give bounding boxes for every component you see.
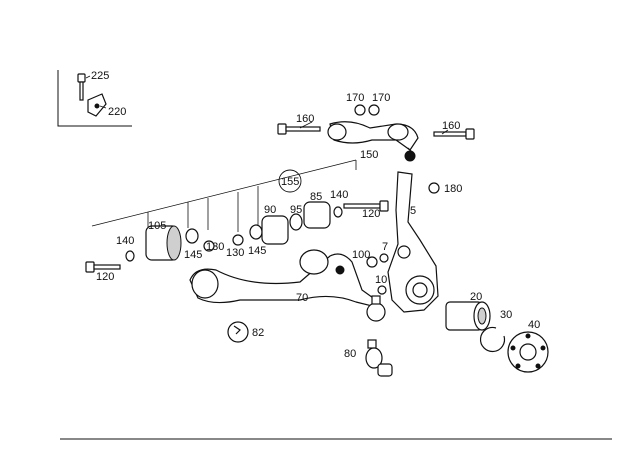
callout-160-right: 160 — [442, 120, 460, 132]
leader-150 — [91, 159, 357, 227]
callout-100: 100 — [352, 249, 370, 261]
nut-170-pair — [354, 104, 380, 116]
nut-100 — [366, 256, 378, 268]
wheel-hub-40 — [507, 331, 549, 373]
callout-40: 40 — [528, 319, 540, 331]
callout-180: 180 — [444, 183, 462, 195]
nut-130-left — [203, 240, 215, 252]
bushing-85 — [303, 201, 331, 229]
washer-140-left — [125, 250, 135, 262]
callout-150: 150 — [360, 149, 378, 161]
washer-140-right — [333, 206, 343, 218]
steering-knuckle — [387, 171, 439, 313]
callout-70: 70 — [296, 292, 308, 304]
callout-95: 95 — [290, 204, 302, 216]
inset-bracket-220 — [87, 93, 107, 117]
callout-80: 80 — [344, 348, 356, 360]
callout-170-left: 170 — [346, 92, 364, 104]
upper-bolt-160-left — [277, 123, 321, 135]
wrench-82 — [227, 321, 249, 343]
callout-105: 105 — [148, 220, 166, 232]
washer-145-left — [185, 228, 199, 244]
washer-10 — [377, 285, 387, 295]
nut-130-right — [232, 234, 244, 246]
callout-30: 30 — [500, 309, 512, 321]
inset-bolt-225 — [77, 73, 86, 101]
bushing-105 — [145, 225, 182, 261]
inset-frame — [57, 70, 132, 127]
callout-140-left: 140 — [116, 235, 134, 247]
callout-160-left: 160 — [296, 113, 314, 125]
callout-145-left: 145 — [184, 249, 202, 261]
callout-82: 82 — [252, 327, 264, 339]
callout-120-right: 120 — [362, 208, 380, 220]
wheel-bearing-20 — [445, 301, 491, 331]
circlip-30 — [479, 326, 506, 353]
washer-145-right — [249, 224, 263, 240]
callout-220: 220 — [108, 106, 126, 118]
callout-140-right: 140 — [330, 189, 348, 201]
callout-120-left: 120 — [96, 271, 114, 283]
upper-bolt-160-right — [433, 128, 475, 140]
washer-95 — [289, 213, 303, 231]
lower-control-arm — [189, 249, 377, 307]
nut-180 — [428, 182, 440, 194]
bolt-120-left — [85, 261, 121, 273]
callout-155: 155 — [281, 176, 299, 188]
nut-7 — [379, 253, 389, 263]
callout-5: 5 — [410, 205, 416, 217]
callout-85: 85 — [310, 191, 322, 203]
callout-90: 90 — [264, 204, 276, 216]
bushing-90 — [261, 215, 289, 245]
bolt-120-right — [343, 200, 389, 212]
callout-7: 7 — [382, 241, 388, 253]
callout-10: 10 — [375, 274, 387, 286]
callout-170-right: 170 — [372, 92, 390, 104]
ball-joint-lower — [366, 295, 386, 322]
callout-circle-155 — [278, 169, 302, 193]
callout-145-right: 145 — [248, 245, 266, 257]
callout-225: 225 — [91, 70, 109, 82]
callout-20: 20 — [470, 291, 482, 303]
callout-130-right: 130 — [226, 247, 244, 259]
ball-joint-80 — [365, 339, 393, 377]
upper-control-arm — [327, 121, 419, 162]
callout-130-left: 130 — [206, 241, 224, 253]
